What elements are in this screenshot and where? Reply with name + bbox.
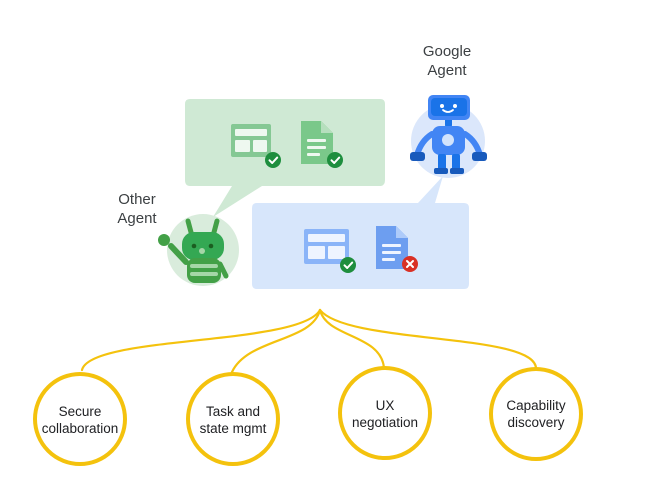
capability-secure-collaboration-circle: [33, 372, 127, 466]
google-agent-message-bubble: [252, 176, 469, 289]
capability-task-state-circle: [186, 372, 280, 466]
other-agent-message-bubble: [185, 99, 385, 217]
layout-icon: [231, 124, 271, 157]
layout-icon: [304, 229, 349, 264]
other-agent-label: Other Agent: [117, 191, 157, 227]
document-icon: [376, 226, 408, 269]
connector-capability-discovery: [318, 308, 538, 372]
connector-secure-collaboration: [80, 308, 322, 372]
connector-ux-negotiation: [318, 308, 386, 370]
capability-discovery-circle: [489, 367, 583, 461]
check-badge-icon: [340, 257, 356, 273]
check-badge-icon: [265, 152, 281, 168]
capability-ux-negotiation: UX negotiation: [351, 398, 419, 430]
connector-task-state: [230, 308, 322, 374]
google-agent-avatar: [410, 95, 487, 178]
other-agent-avatar: [158, 214, 239, 286]
capability-secure-collaboration: Secure collaboration: [41, 404, 119, 436]
document-icon: [301, 121, 333, 164]
blue-bubble: [252, 176, 469, 289]
check-badge-icon: [327, 152, 343, 168]
capability-ux-negotiation-circle: [338, 366, 432, 460]
capability-task-state-management: Task and state mgmt: [199, 404, 267, 436]
capability-connectors: [80, 308, 538, 374]
green-bubble: [185, 99, 385, 217]
google-agent-label: Google Agent: [422, 43, 472, 79]
capability-discovery: Capability discovery: [506, 398, 566, 430]
capability-nodes: [33, 366, 583, 466]
error-badge-icon: [402, 256, 418, 272]
